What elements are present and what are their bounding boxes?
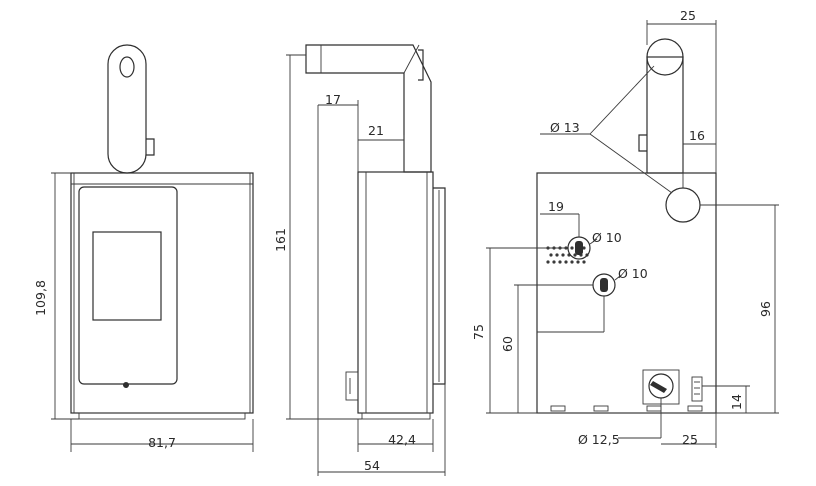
front-base (78, 412, 246, 420)
rear-view: 25 Ø 13 16 96 19 Ø 10 Ø 10 75 (471, 8, 779, 448)
front-height-label: 109,8 (33, 280, 48, 316)
side-total-depth-label: 54 (364, 458, 380, 473)
front-glass (92, 231, 162, 321)
rear-height-75-label: 75 (471, 324, 486, 340)
side-offset-17-label: 17 (325, 92, 341, 107)
rear-inlet-offset-label: 19 (548, 199, 564, 214)
side-flue (305, 44, 432, 173)
side-door (433, 187, 446, 385)
rear-flue-exit (665, 187, 701, 223)
rear-flue-width-label: 25 (680, 8, 696, 23)
front-flue-pipe (107, 44, 147, 174)
rear-connector (691, 376, 703, 402)
front-door-knob (123, 382, 129, 388)
rear-outlet-diameter-label: Ø 12,5 (578, 432, 620, 447)
rear-inlet-lower-label: Ø 10 (618, 266, 648, 281)
rear-outlet-height-label: 14 (729, 394, 744, 410)
rear-height-96-label: 96 (758, 301, 773, 317)
side-body (357, 171, 434, 414)
front-view: 81,7 109,8 (33, 44, 254, 452)
front-flue-hole (119, 56, 135, 78)
rear-flue-diameter-label: Ø 13 (550, 120, 580, 135)
rear-flue-offset-label: 16 (689, 128, 705, 143)
front-door (78, 186, 178, 385)
front-width-label: 81,7 (148, 435, 176, 450)
side-height-label: 161 (273, 228, 288, 252)
front-flue-handle (146, 138, 155, 156)
rear-height-60-label: 60 (500, 336, 515, 352)
side-depth-label: 42,4 (388, 432, 416, 447)
front-body (70, 172, 254, 414)
rear-outlet-offset-label: 25 (682, 432, 698, 447)
rear-flue-top (646, 38, 684, 76)
rear-inlet-upper-label: Ø 10 (592, 230, 622, 245)
side-offset-21-label: 21 (368, 123, 384, 138)
side-view: 161 17 21 42,4 54 (273, 44, 446, 476)
